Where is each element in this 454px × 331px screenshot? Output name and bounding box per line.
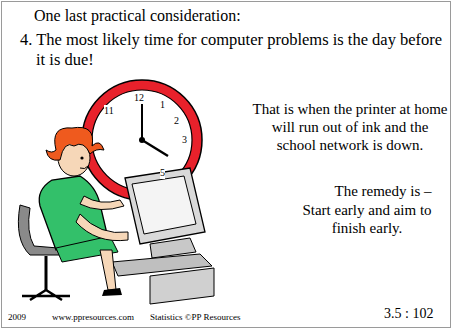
clock-number: 5 xyxy=(160,167,165,179)
note-text: That is when the printer at home will ru… xyxy=(252,100,448,154)
chair-base xyxy=(22,290,70,300)
slide-number: 3.5 : 102 xyxy=(384,306,433,323)
bullet-text: 4. The most likely time for computer pro… xyxy=(20,30,445,70)
clock-number: 12 xyxy=(134,92,144,104)
clock-pin xyxy=(139,137,145,143)
clock-number: 11 xyxy=(104,105,114,117)
footer-url: www.ppresources.com xyxy=(52,312,134,323)
arm xyxy=(76,214,128,241)
screen xyxy=(132,176,196,234)
chair-post xyxy=(45,256,48,290)
remedy-heading: The remedy is – xyxy=(318,182,448,200)
monitor xyxy=(125,168,205,244)
clock-number: 3 xyxy=(182,134,187,146)
arm xyxy=(80,196,124,210)
clock-number: 2 xyxy=(174,115,179,127)
shoe xyxy=(102,288,122,296)
mouth xyxy=(80,166,88,169)
clock-number: 1 xyxy=(160,99,165,111)
eye xyxy=(80,156,83,159)
remedy-text: Start early and aim to finish early. xyxy=(292,201,442,237)
leg xyxy=(100,250,116,290)
computer-base xyxy=(150,268,214,304)
clock-hand xyxy=(141,103,143,140)
footer-year: 2009 xyxy=(8,312,26,323)
footer-copyright: Statistics ©PP Resources xyxy=(150,312,241,323)
slide-title: One last practical consideration: xyxy=(34,6,241,25)
hair xyxy=(46,127,104,160)
clock-hand xyxy=(142,140,168,156)
